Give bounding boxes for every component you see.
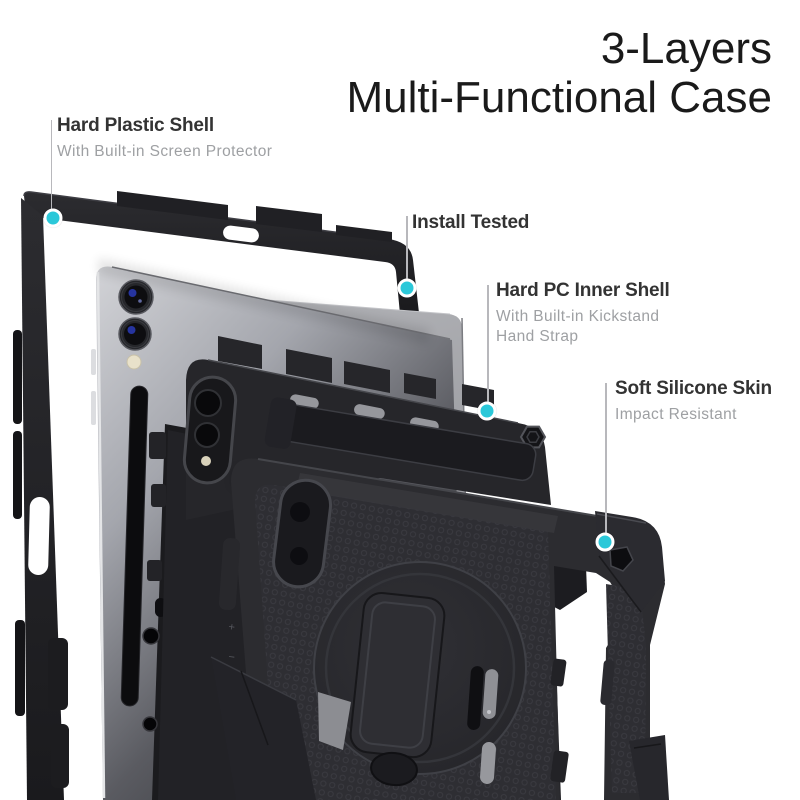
kickstand-flap <box>349 592 446 759</box>
tablet-camera-lens-icon <box>118 317 152 351</box>
callout-hard-plastic-shell: Hard Plastic Shell With Built-in Screen … <box>57 115 272 162</box>
callout-heading: Hard Plastic Shell <box>57 115 214 136</box>
callout-heading: Hard PC Inner Shell <box>496 280 670 301</box>
callout-dot <box>43 208 63 228</box>
silicone-skin-layer <box>210 458 669 800</box>
finger-hole <box>370 751 418 787</box>
volume-plus-mark: + <box>228 621 236 634</box>
callout-heading: Install Tested <box>412 212 530 233</box>
shell-top-tab <box>286 349 332 383</box>
inner-shell-layer: + − <box>142 336 587 800</box>
frame-top-tab <box>256 206 322 232</box>
callout-dot <box>595 532 615 552</box>
bumper-hole <box>609 546 634 572</box>
tablet-flash-icon <box>126 354 142 370</box>
volume-minus-mark: − <box>228 651 236 664</box>
kickstand-foot <box>211 657 316 800</box>
page-title: 3-Layers Multi-Functional Case <box>347 24 773 122</box>
shell-port <box>142 627 160 645</box>
frame-top-tab <box>117 191 228 220</box>
frame-top-tab <box>336 225 392 242</box>
callout-subheading: Impact Resistant <box>615 406 737 423</box>
screw-icon <box>519 425 547 449</box>
tablet-button <box>91 391 96 425</box>
callout-install-tested: Install Tested <box>412 212 529 234</box>
frame-pill-cutout <box>223 225 259 243</box>
callout-line <box>605 383 607 534</box>
callout-soft-silicone-skin: Soft Silicone Skin Impact Resistant <box>615 378 772 425</box>
callout-heading: Soft Silicone Skin <box>615 378 772 399</box>
title-line-1: 3-Layers <box>600 24 772 73</box>
shell-port <box>142 716 158 732</box>
case-camera-cutout <box>272 478 333 589</box>
callout-hard-pc-inner-shell: Hard PC Inner Shell With Built-in Kickst… <box>496 280 670 347</box>
shell-top-tab <box>344 361 390 393</box>
shell-top-tab <box>404 373 436 399</box>
shell-top-tab <box>218 336 262 369</box>
shell-vent <box>354 404 385 419</box>
tablet-button <box>91 349 96 375</box>
title-line-2: Multi-Functional Case <box>346 73 773 122</box>
callout-dot <box>477 401 497 421</box>
callout-subheading: With Built-in Kickstand Hand Strap <box>496 308 660 345</box>
frame-side-cutout <box>28 497 50 575</box>
stylus-pen <box>120 385 149 707</box>
tablet-camera-lens-icon <box>118 279 154 315</box>
callout-subheading: With Built-in Screen Protector <box>57 143 273 160</box>
callout-line <box>406 216 408 279</box>
callout-line <box>487 285 489 403</box>
hard-plastic-shell-layer <box>13 191 419 800</box>
callout-line <box>50 120 52 210</box>
callout-dot <box>397 278 417 298</box>
